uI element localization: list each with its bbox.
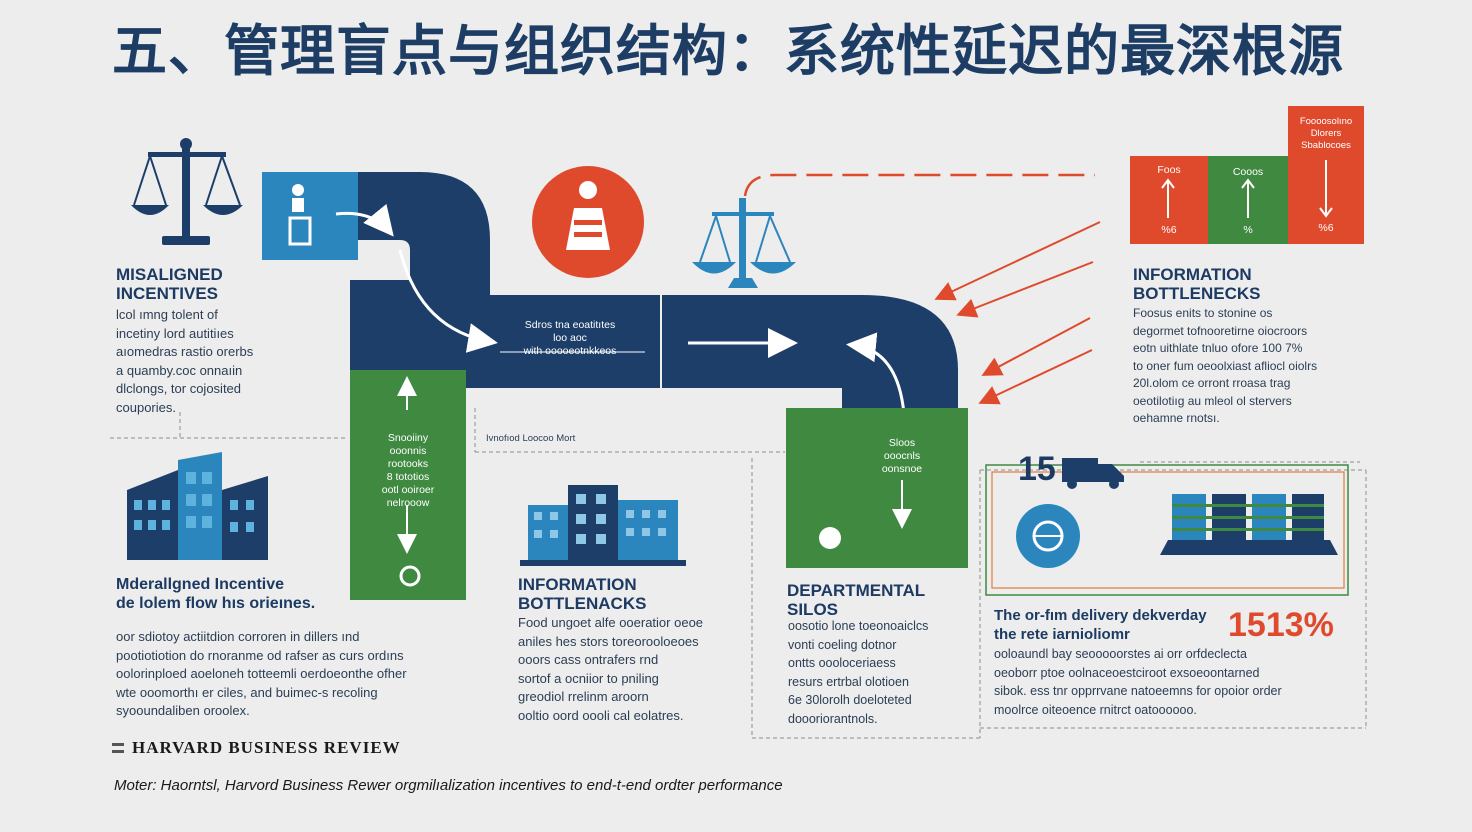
info-bottlenecks-body: Foosus enits to stonine os degormet tofn… (1133, 306, 1318, 425)
footer-note: Moter: Haorntsl, Harvord Business Rewer … (114, 777, 783, 794)
mid-note: Ivnofıod Loocoo Mort (486, 433, 576, 444)
brand-logo-icon (112, 743, 124, 753)
navy-pipe-right (842, 295, 958, 408)
delivery-stat-small: 15 (1018, 450, 1056, 488)
scale-icon (131, 138, 243, 245)
warehouse-icon (1160, 494, 1338, 555)
info-mid-body: Food ungoet alfe ooeratior oeoe aniles h… (518, 615, 704, 723)
info-mid-heading: INFORMATION BOTTLENACKS (518, 575, 647, 613)
navy-pipe-left (350, 172, 660, 388)
misaligned-flow-body: oor sdiotoy actiitdion corroren in dille… (116, 629, 407, 718)
silos-heading: DEPARTMENTAL SILOS (787, 581, 926, 619)
buildings-icon-middle (520, 485, 686, 566)
misaligned-flow-heading: Mderallgned Incentive de lolem flow hıs … (116, 576, 316, 612)
truck-icon (1062, 458, 1124, 489)
buildings-icon-left (127, 452, 268, 560)
bar-label-2-top: Cooos (1232, 166, 1264, 178)
scale-icon-small (692, 198, 796, 288)
pipe-label: Sdros tna eoatitıtes loo aoc with ooooeo… (523, 319, 617, 357)
hand-icon (819, 527, 841, 549)
info-bottlenecks-heading: INFORMATION BOTTLENECKS (1133, 265, 1261, 303)
green-box-right (786, 408, 968, 568)
green-right-label: Sloos ooocnls oonsnoe (881, 437, 923, 475)
page-title: 五、管理盲点与组织结构：系统性延迟的最深根源 (112, 19, 1345, 83)
delivery-body: ooloaundl bay seooooorstes ai orr orfdec… (994, 647, 1282, 717)
bar-label-1-bottom: %6 (1161, 224, 1177, 236)
info-box-top (262, 172, 358, 260)
misaligned-body: lcol ımng tolent of incetiny lord autiti… (116, 307, 254, 415)
bar-label-1-top: Foos (1157, 164, 1181, 176)
delivery-heading: The or-fım delivery dekverday the rete i… (994, 607, 1207, 643)
bar-label-3-top: Foooosolıno Dlorers Sbablocoes (1299, 116, 1353, 151)
green-left-label: Snooiiny ooonnis rootooks 8 tototios oot… (381, 432, 435, 509)
person-icon (288, 184, 312, 246)
gear-icon (399, 565, 421, 587)
silos-body: oosotio lone toeonoaiclcs vonti coeling … (788, 619, 929, 726)
footer-brand: HARVARD BUSINESS REVIEW (112, 738, 401, 758)
bar-label-3-bottom: %6 (1318, 222, 1334, 234)
bar-label-2-bottom: % (1243, 224, 1253, 236)
misaligned-heading: MISALIGNED INCENTIVES (116, 265, 223, 303)
delivery-stat: 1513% (1228, 606, 1334, 644)
